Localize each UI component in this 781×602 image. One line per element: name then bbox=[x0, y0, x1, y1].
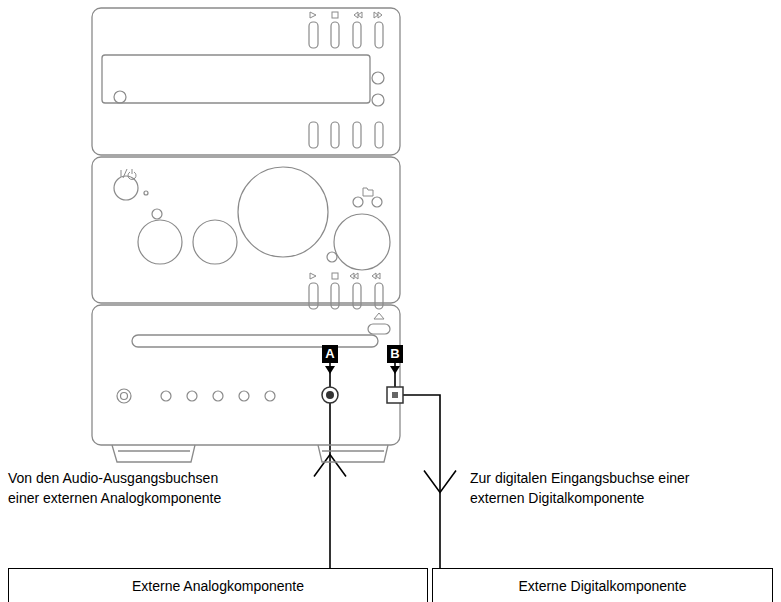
optical-output-jack bbox=[387, 387, 403, 403]
direction-chevron bbox=[314, 455, 346, 477]
front-jack bbox=[213, 391, 223, 401]
analog-input-jack bbox=[322, 387, 338, 403]
annotation-text: Von den Audio-Ausgangsbuchsen einer exte… bbox=[8, 468, 240, 508]
device-knob bbox=[114, 176, 138, 200]
device-button bbox=[309, 22, 318, 48]
device-button bbox=[353, 283, 361, 309]
annotation-text: Zur digitalen Eingangsbuchse einer exter… bbox=[470, 468, 715, 508]
button-symbol bbox=[310, 12, 316, 18]
device-knob bbox=[334, 214, 390, 270]
front-jack bbox=[117, 389, 275, 403]
display-window bbox=[102, 55, 370, 103]
device-knob bbox=[372, 72, 384, 84]
device-knob bbox=[152, 209, 162, 219]
device-housing bbox=[92, 157, 400, 303]
device-button bbox=[375, 283, 383, 309]
button-symbol bbox=[350, 273, 358, 279]
direction-chevron bbox=[424, 471, 456, 493]
device-foot bbox=[112, 445, 195, 462]
device-knob bbox=[114, 72, 390, 270]
power-symbol bbox=[128, 169, 136, 179]
button-symbol bbox=[332, 12, 338, 18]
signal-cable bbox=[314, 363, 346, 568]
device-foot bbox=[322, 450, 384, 451]
device-button bbox=[331, 22, 339, 48]
device-knob bbox=[138, 220, 182, 264]
device-foot bbox=[118, 450, 190, 451]
front-jack bbox=[265, 391, 275, 401]
device-button bbox=[375, 122, 383, 148]
optical-output-jack bbox=[387, 387, 403, 403]
optical-output-jack bbox=[392, 392, 398, 398]
component-box: Externe Analogkomponente bbox=[8, 568, 428, 602]
device-button bbox=[309, 122, 318, 148]
device-button bbox=[375, 22, 383, 48]
front-jack bbox=[161, 391, 171, 401]
analog-input-jack bbox=[322, 387, 338, 403]
button-symbol bbox=[354, 12, 362, 18]
device-button bbox=[331, 283, 339, 309]
node-text: B bbox=[390, 346, 400, 361]
device-button bbox=[368, 324, 390, 334]
device-button bbox=[331, 122, 339, 148]
button-symbol bbox=[372, 273, 380, 279]
power-symbol bbox=[121, 170, 122, 177]
callout-letter: B bbox=[387, 345, 403, 363]
device-button bbox=[309, 22, 390, 334]
device-foot bbox=[318, 445, 388, 462]
node-text: Externe Digitalkomponente bbox=[439, 577, 766, 595]
front-jack bbox=[187, 391, 197, 401]
signal-cable bbox=[395, 363, 456, 568]
device-foot bbox=[112, 445, 388, 462]
button-symbol bbox=[310, 12, 384, 319]
button-symbol bbox=[310, 273, 316, 279]
device-knob bbox=[193, 220, 237, 264]
front-jack bbox=[239, 391, 249, 401]
device-knob bbox=[372, 197, 382, 207]
pointer-triangle bbox=[325, 366, 400, 374]
device-knob bbox=[114, 91, 126, 103]
button-symbol bbox=[332, 273, 338, 279]
power-symbol bbox=[121, 169, 136, 179]
front-jack bbox=[117, 389, 131, 403]
button-symbol bbox=[374, 12, 382, 18]
device-button bbox=[353, 22, 361, 48]
device-button bbox=[353, 122, 361, 148]
device-knob bbox=[238, 167, 328, 257]
pointer-triangle bbox=[390, 366, 400, 374]
device-knob bbox=[144, 191, 148, 195]
node-text: Externe Analogkomponente bbox=[15, 577, 421, 595]
device-housing bbox=[92, 305, 400, 445]
pointer-triangle bbox=[325, 366, 335, 374]
device-housing bbox=[92, 8, 400, 445]
component-box: Externe Digitalkomponente bbox=[432, 568, 773, 602]
power-symbol bbox=[123, 169, 127, 178]
device-knob bbox=[327, 252, 337, 262]
display-window bbox=[102, 55, 370, 103]
device-button bbox=[309, 283, 318, 309]
callout-letter: A bbox=[322, 345, 338, 363]
cd-slot bbox=[132, 335, 378, 347]
front-jack bbox=[121, 393, 128, 400]
button-symbol bbox=[374, 313, 384, 319]
device-knob bbox=[353, 197, 363, 207]
device-housing bbox=[92, 8, 400, 155]
device-knob bbox=[372, 94, 384, 106]
cd-slot bbox=[132, 335, 378, 347]
node-text: A bbox=[325, 346, 335, 361]
button-symbol bbox=[363, 188, 373, 196]
analog-input-jack bbox=[326, 391, 334, 399]
